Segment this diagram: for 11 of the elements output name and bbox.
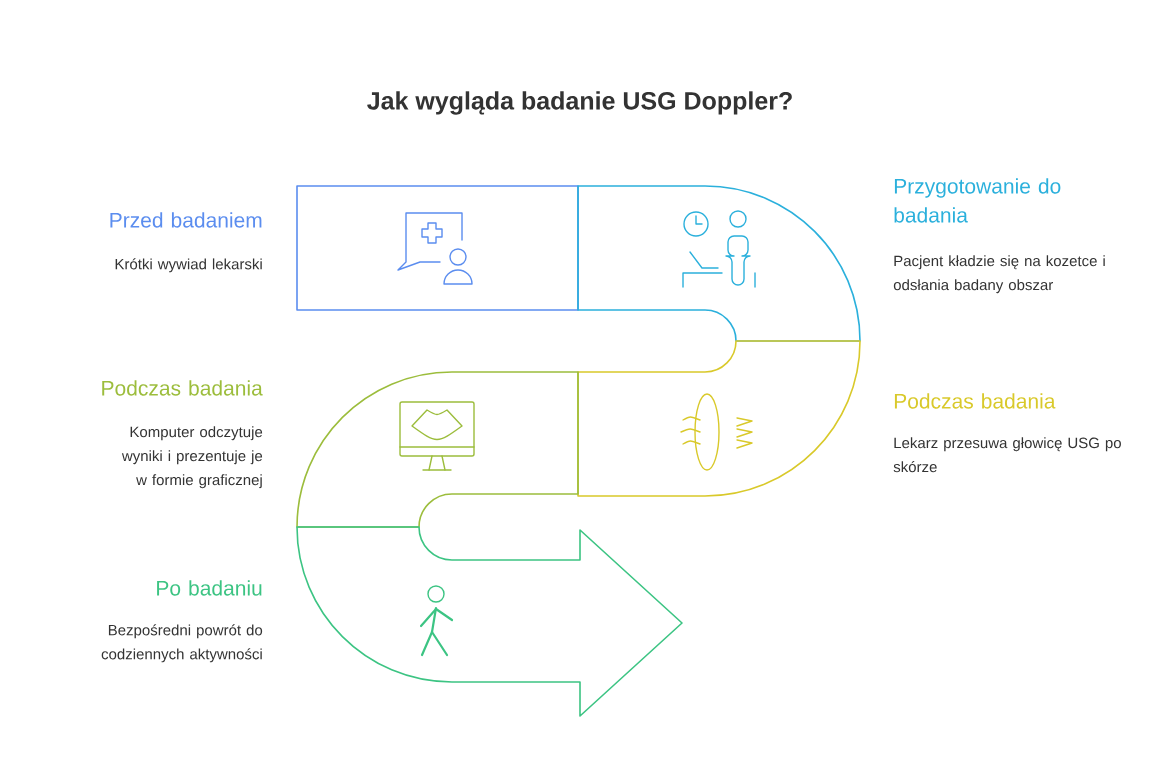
- step-heading: Podczas badania: [894, 393, 1056, 409]
- step-heading: Po badaniu: [157, 580, 262, 596]
- step-description: Lekarz przesuwa głowicę USG po skórze: [893, 437, 1121, 473]
- step-description: Pacjent kładzie się na kozetce i odsłania badany obszar: [893, 255, 1105, 294]
- step-heading: Przygotowanie do badania: [894, 178, 1061, 223]
- step-heading: Przed badaniem: [110, 212, 262, 228]
- title: Jak wygląda badanie USG Doppler?: [367, 91, 792, 115]
- step-description: Bezpośredni powrót do codziennych aktywności: [101, 624, 263, 663]
- step-heading: Podczas badania: [102, 380, 263, 396]
- step-description: Komputer odczytuje wyniki i prezentuje je w formie graficznej: [121, 426, 263, 489]
- step-description: Krótki wywiad lekarski: [115, 258, 262, 273]
